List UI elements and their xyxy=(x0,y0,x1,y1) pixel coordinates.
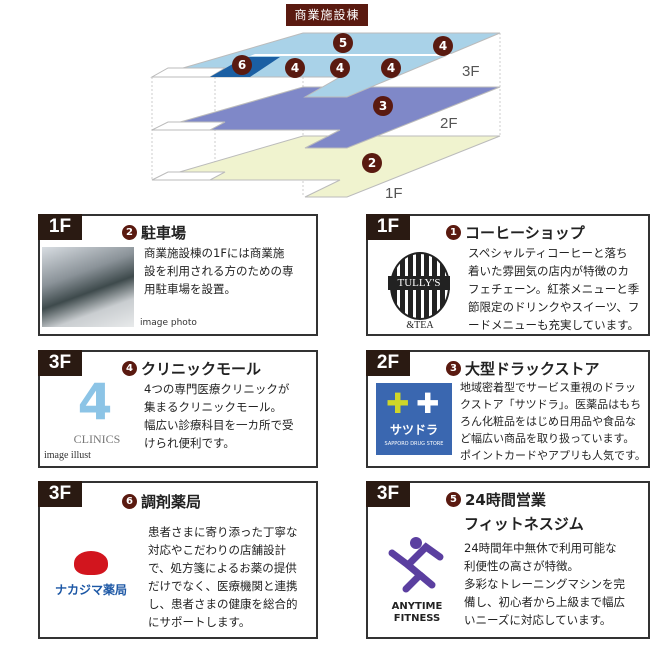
card-title: コーヒーショップ xyxy=(465,224,585,242)
floor-badge: 2F xyxy=(366,350,410,376)
card-description: 4つの専門医療クリニックが集まるクリニックモール。幅広い診療科目を一カ所で受けら… xyxy=(144,382,294,450)
card-description: 地域密着型でサービス重視のドラックストア「サツドラ」。医薬品はもちろん化粧品をは… xyxy=(460,381,646,462)
building-title: 商業施設棟 xyxy=(286,4,368,26)
number-badge: 1 xyxy=(446,225,461,240)
clinics-logo-text: CLINICS xyxy=(73,432,121,446)
floor-badge: 1F xyxy=(366,214,410,240)
marker-4: 4 xyxy=(336,61,344,75)
number-badge: 3 xyxy=(446,361,461,376)
marker-4: 4 xyxy=(439,39,447,53)
white-cross-icon: ✚ xyxy=(416,387,440,420)
green-cross-icon: ✚ xyxy=(386,387,410,420)
nakajima-logo-mark xyxy=(74,551,108,575)
card-title: 大型ドラックストア xyxy=(465,360,600,378)
card-description: 商業施設棟の1Fには商業施設を利用される方のための専用駐車場を設置。 xyxy=(144,246,294,296)
card-coffee-shop: 1F 1 コーヒーショップ TULLY'S &TEA スペシャルティコーヒーと落ち… xyxy=(366,214,650,336)
tullys-logo-text: TULLY'S xyxy=(388,276,450,290)
floor-diagram: 3F 2F 1F 5 4 6 4 4 4 3 2 xyxy=(150,32,501,202)
clinics-illustration: 4 xyxy=(77,376,113,428)
card-pharmacy: 3F 6 調剤薬局 ナカジマ薬局 患者さまに寄り添った丁寧な対応やこだわりの店舗設… xyxy=(38,481,318,639)
card-title: クリニックモール xyxy=(141,360,262,378)
image-caption: image photo xyxy=(140,318,197,328)
card-description: 24時間年中無休で利用可能な利便性の高さが特徴。多彩なトレーニングマシンを完備し… xyxy=(464,541,625,627)
number-badge: 6 xyxy=(122,494,137,509)
parking-photo xyxy=(42,247,134,327)
satudora-logo: ✚ ✚ サツドラ SAPPORO DRUG STORE xyxy=(376,383,452,455)
number-badge: 2 xyxy=(122,225,137,240)
floor-label-1f: 1F xyxy=(385,185,403,202)
card-clinic-mall: 3F 4 クリニックモール 4 CLINICS image illust 4つの専… xyxy=(38,350,318,468)
image-caption: image illust xyxy=(44,450,91,461)
floor-label-3f: 3F xyxy=(462,63,480,80)
tullys-tea-text: &TEA xyxy=(406,320,434,331)
number-badge: 5 xyxy=(446,492,461,507)
floor-badge: 3F xyxy=(38,350,82,376)
marker-2: 2 xyxy=(368,156,376,170)
card-description: 患者さまに寄り添った丁寧な対応やこだわりの店舗設計で、処方箋によるお薬の提供だけ… xyxy=(148,525,298,629)
marker-3: 3 xyxy=(379,99,387,113)
nakajima-logo: ナカジマ薬局 xyxy=(54,583,127,597)
anytime-runner-icon xyxy=(388,537,444,593)
marker-6: 6 xyxy=(238,58,246,72)
floor-label-2f: 2F xyxy=(440,115,458,132)
card-title: 24時間営業 xyxy=(465,491,546,509)
number-badge: 4 xyxy=(122,361,137,376)
card-parking: 1F 2 駐車場 商業施設棟の1Fには商業施設を利用される方のための専用駐車場を設… xyxy=(38,214,318,336)
floor-badge: 3F xyxy=(366,481,410,507)
card-description: スペシャルティコーヒーと落ち着いた雰囲気の店内が特徴のカフェチェーン。紅茶メニュ… xyxy=(468,246,640,332)
floor-badge: 1F xyxy=(38,214,82,240)
marker-4: 4 xyxy=(291,61,299,75)
floor-1f xyxy=(151,135,501,198)
card-drugstore: 2F 3 大型ドラックストア ✚ ✚ サツドラ SAPPORO DRUG STOR… xyxy=(366,350,650,468)
marker-5: 5 xyxy=(339,36,347,50)
card-title-line2: フィットネスジム xyxy=(464,515,584,533)
card-title: 駐車場 xyxy=(141,224,187,242)
floor-badge: 3F xyxy=(38,481,82,507)
card-title: 調剤薬局 xyxy=(141,493,202,511)
marker-4: 4 xyxy=(387,61,395,75)
